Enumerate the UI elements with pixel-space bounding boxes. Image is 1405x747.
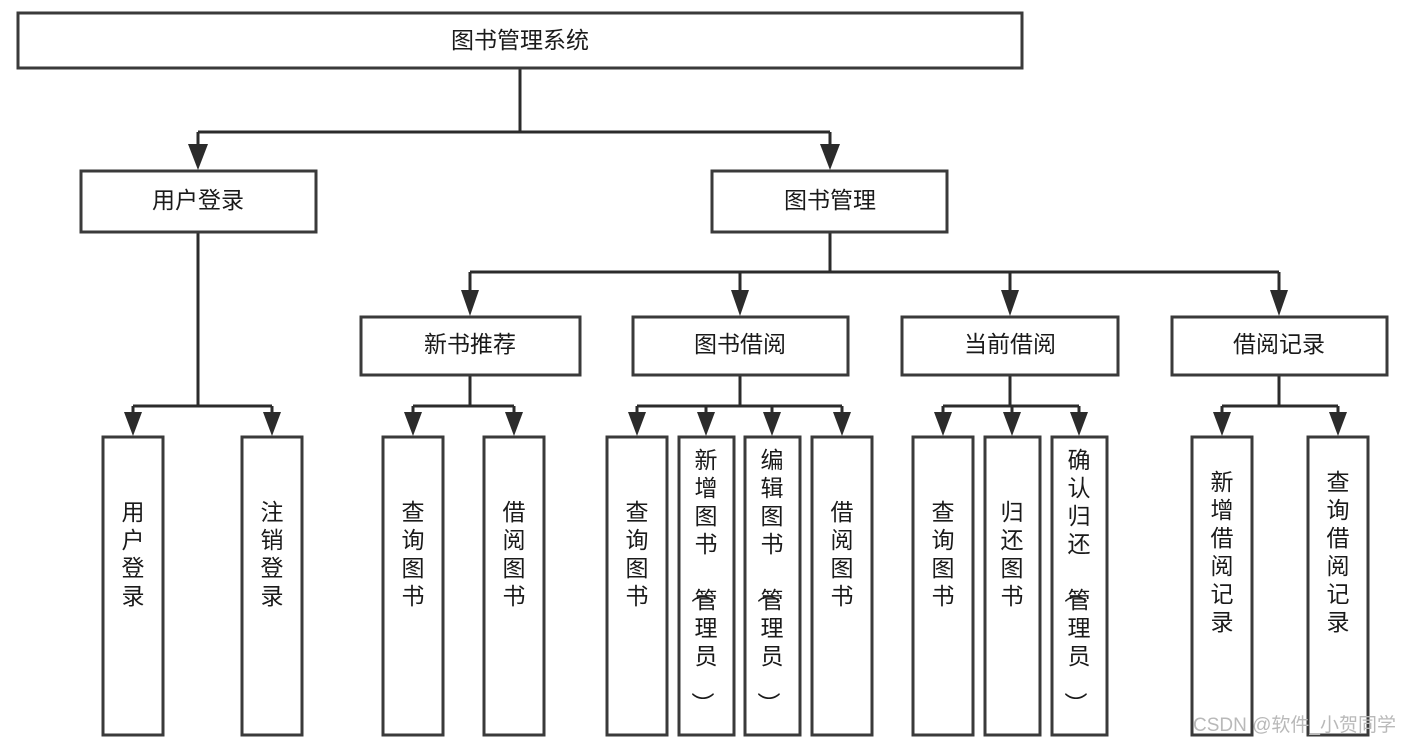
node-borrow-record[interactable]: 借阅记录 — [1170, 315, 1389, 377]
node-user-login-box[interactable] — [79, 169, 318, 234]
node-leaf-add-borrow-record[interactable]: 新增借阅记录 — [1190, 435, 1254, 737]
arrow-head-leaf-query-book-borrow — [628, 412, 646, 436]
node-book-borrow-box[interactable] — [631, 315, 850, 377]
node-book-borrow-label: 图书借阅 — [694, 331, 786, 357]
node-leaf-user-login-box[interactable] — [101, 435, 165, 737]
node-leaf-confirm-return-label: 确认归还（管理员） — [1063, 447, 1091, 715]
connector-group-new-book-recommend-to-leaves — [404, 375, 523, 436]
connector-group-borrow-record-to-leaves — [1213, 375, 1347, 436]
arrow-head-leaf-add-book — [697, 412, 715, 436]
arrow-head-leaf-borrow-book-recommend — [505, 412, 523, 436]
node-user-login-label: 用户登录 — [152, 187, 244, 213]
node-leaf-logout[interactable]: 注销登录 — [240, 435, 304, 737]
node-borrow-record-box[interactable] — [1170, 315, 1389, 377]
node-leaf-query-book-borrow-box[interactable] — [605, 435, 669, 737]
connector-group-book-management-to-level3 — [461, 232, 1288, 316]
arrow-head-leaf-query-book-recommend — [404, 412, 422, 436]
node-root-box[interactable] — [16, 11, 1024, 70]
node-leaf-return-book-label: 归还图书 — [1001, 499, 1024, 609]
node-user-login[interactable]: 用户登录 — [79, 169, 318, 234]
arrow-head-book-management — [820, 144, 840, 170]
node-leaf-add-book[interactable]: 新增图书（管理员） — [677, 435, 736, 737]
node-leaf-edit-book[interactable]: 编辑图书（管理员） — [743, 435, 802, 737]
arrow-head-leaf-return-book — [1003, 412, 1021, 436]
node-leaf-return-book[interactable]: 归还图书 — [983, 435, 1042, 737]
node-leaf-borrow-book-recommend[interactable]: 借阅图书 — [482, 435, 546, 737]
node-book-management-label: 图书管理 — [784, 187, 876, 213]
node-leaf-add-borrow-record-box[interactable] — [1190, 435, 1254, 737]
node-new-book-recommend-label: 新书推荐 — [424, 331, 516, 357]
node-current-borrow[interactable]: 当前借阅 — [900, 315, 1120, 377]
node-leaf-user-login-label: 用户登录 — [122, 499, 145, 609]
node-new-book-recommend-box[interactable] — [359, 315, 582, 377]
arrow-head-book-borrow — [731, 290, 749, 316]
node-leaf-edit-book-box[interactable] — [743, 435, 802, 737]
node-leaf-borrow-book-label: 借阅图书 — [831, 499, 854, 609]
node-leaf-add-borrow-record-label: 新增借阅记录 — [1211, 469, 1234, 635]
node-leaf-return-book-box[interactable] — [983, 435, 1042, 737]
arrow-head-leaf-edit-book — [763, 412, 781, 436]
arrow-head-current-borrow — [1001, 290, 1019, 316]
node-borrow-record-label: 借阅记录 — [1233, 331, 1325, 357]
connector-group-current-borrow-to-leaves — [934, 375, 1088, 436]
node-book-management[interactable]: 图书管理 — [710, 169, 949, 234]
arrow-head-leaf-query-book-current — [934, 412, 952, 436]
node-leaf-confirm-return[interactable]: 确认归还（管理员） — [1050, 435, 1109, 737]
node-leaf-add-book-box[interactable] — [677, 435, 736, 737]
connector-group-user-login-to-leaves — [124, 232, 281, 436]
node-leaf-borrow-book-box[interactable] — [810, 435, 874, 737]
arrow-head-user-login — [188, 144, 208, 170]
arrow-head-leaf-borrow-book — [833, 412, 851, 436]
node-new-book-recommend[interactable]: 新书推荐 — [359, 315, 582, 377]
node-leaf-query-book-current-label: 查询图书 — [932, 499, 955, 609]
arrow-head-leaf-query-borrow-record — [1329, 412, 1347, 436]
node-leaf-query-book-current-box[interactable] — [911, 435, 975, 737]
arrow-head-leaf-user-login — [124, 412, 142, 436]
node-leaf-edit-book-label: 编辑图书（管理员） — [756, 447, 784, 715]
node-leaf-user-login[interactable]: 用户登录 — [101, 435, 165, 737]
arrow-head-leaf-add-borrow-record — [1213, 412, 1231, 436]
arrow-head-new-book-recommend — [461, 290, 479, 316]
node-book-borrow[interactable]: 图书借阅 — [631, 315, 850, 377]
connector-group-book-borrow-to-leaves — [628, 375, 851, 436]
arrow-head-borrow-record — [1270, 290, 1288, 316]
node-root-label: 图书管理系统 — [451, 27, 589, 53]
node-leaf-query-borrow-record[interactable]: 查询借阅记录 — [1306, 435, 1370, 737]
node-leaf-query-book-borrow[interactable]: 查询图书 — [605, 435, 669, 737]
node-leaf-query-book-borrow-label: 查询图书 — [626, 499, 649, 609]
node-leaf-logout-box[interactable] — [240, 435, 304, 737]
node-book-management-box[interactable] — [710, 169, 949, 234]
node-root[interactable]: 图书管理系统 — [16, 11, 1024, 70]
node-leaf-query-book-current[interactable]: 查询图书 — [911, 435, 975, 737]
node-leaf-add-book-label: 新增图书（管理员） — [690, 447, 718, 715]
arrow-head-leaf-confirm-return — [1070, 412, 1088, 436]
node-leaf-borrow-book[interactable]: 借阅图书 — [810, 435, 874, 737]
node-leaf-confirm-return-box[interactable] — [1050, 435, 1109, 737]
node-leaf-query-book-recommend-label: 查询图书 — [402, 499, 425, 609]
node-leaf-query-book-recommend-box[interactable] — [381, 435, 445, 737]
node-leaf-query-book-recommend[interactable]: 查询图书 — [381, 435, 445, 737]
arrow-head-leaf-logout — [263, 412, 281, 436]
node-leaf-query-borrow-record-label: 查询借阅记录 — [1327, 469, 1350, 635]
node-current-borrow-label: 当前借阅 — [964, 331, 1056, 357]
node-leaf-query-borrow-record-box[interactable] — [1306, 435, 1370, 737]
connector-group-root-to-level2 — [188, 68, 840, 170]
node-leaf-borrow-book-recommend-box[interactable] — [482, 435, 546, 737]
node-leaf-logout-label: 注销登录 — [261, 499, 284, 609]
node-current-borrow-box[interactable] — [900, 315, 1120, 377]
watermark-label: CSDN @软件_小贺同学 — [1193, 714, 1396, 736]
node-leaf-borrow-book-recommend-label: 借阅图书 — [503, 499, 526, 609]
